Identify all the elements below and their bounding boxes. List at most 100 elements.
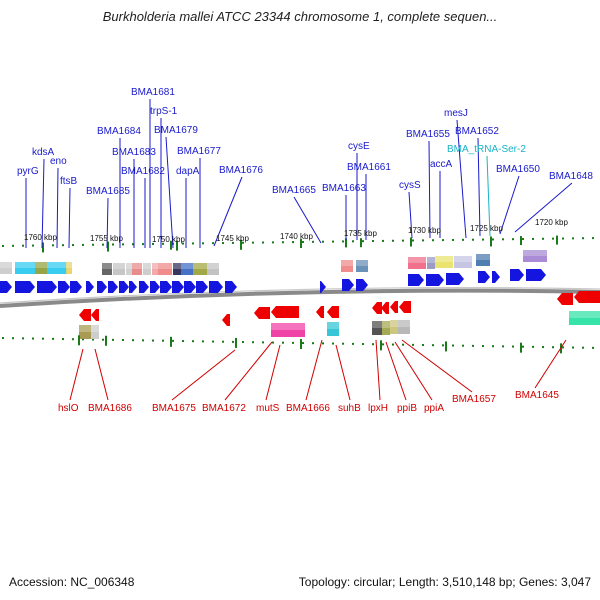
forward-gene-label: BMA1650 bbox=[496, 164, 540, 175]
guide-dot bbox=[202, 242, 204, 245]
feature-box bbox=[173, 263, 181, 275]
feature-box-shine bbox=[113, 263, 125, 269]
reverse-gene-arrow bbox=[390, 301, 398, 313]
reverse-gene-label: hslO bbox=[58, 403, 79, 414]
guide-dot bbox=[362, 240, 364, 243]
forward-gene-label: BMA1665 bbox=[272, 185, 316, 196]
feature-box-shine bbox=[523, 250, 547, 256]
guide-dot bbox=[2, 244, 4, 247]
scale-tick-label: 1740 kbp bbox=[280, 232, 313, 241]
forward-label-line bbox=[68, 187, 71, 249]
scale-tick-mark bbox=[490, 236, 492, 247]
guide-dot bbox=[512, 345, 514, 348]
scale-tick-label: 1730 kbp bbox=[408, 226, 441, 235]
forward-gene-label: BMA1663 bbox=[322, 183, 366, 194]
guide-dot bbox=[352, 342, 354, 345]
guide-dot bbox=[162, 242, 164, 245]
forward-label-line bbox=[486, 155, 491, 237]
guide-dot bbox=[422, 344, 424, 347]
feature-box bbox=[569, 311, 600, 325]
guide-dot bbox=[232, 241, 234, 244]
feature-box-shine bbox=[79, 325, 91, 332]
forward-gene-label: dapA bbox=[176, 166, 200, 177]
forward-gene-arrow bbox=[184, 281, 196, 293]
scale-tick-mark bbox=[107, 241, 109, 252]
reverse-gene-arrow bbox=[316, 306, 324, 318]
guide-dot bbox=[202, 340, 204, 343]
guide-dot bbox=[82, 243, 84, 246]
guide-dot bbox=[492, 238, 494, 241]
feature-boxes bbox=[0, 250, 600, 339]
reverse-gene-label: suhB bbox=[338, 403, 361, 414]
scale-tick-label: 1755 kbp bbox=[90, 234, 123, 243]
feature-box-shine bbox=[341, 260, 353, 266]
guide-dot bbox=[292, 241, 294, 244]
feature-box bbox=[523, 250, 547, 262]
guide-dot bbox=[252, 241, 254, 244]
guide-dot bbox=[312, 240, 314, 243]
feature-box bbox=[126, 263, 132, 275]
forward-gene-arrow bbox=[342, 279, 354, 291]
reverse-gene-label: mutS bbox=[256, 403, 280, 414]
scale-tick-mark bbox=[240, 239, 242, 250]
reverse-gene-label: ppiB bbox=[397, 403, 417, 414]
forward-label-line bbox=[408, 191, 413, 239]
reverse-gene-label: ppiA bbox=[424, 403, 444, 414]
forward-gene-arrow bbox=[446, 273, 464, 285]
guide-dot bbox=[72, 244, 74, 247]
feature-box bbox=[0, 262, 12, 274]
guide-dot bbox=[22, 337, 24, 340]
guide-dot bbox=[402, 343, 404, 346]
guide-dot bbox=[242, 241, 244, 244]
feature-box bbox=[207, 263, 219, 275]
reverse-gene-arrow bbox=[271, 306, 299, 318]
guide-dot bbox=[102, 243, 104, 246]
feature-box bbox=[158, 263, 172, 275]
forward-gene-arrow bbox=[478, 271, 490, 283]
feature-box bbox=[356, 260, 368, 272]
guide-dot bbox=[412, 239, 414, 242]
guide-dot bbox=[242, 341, 244, 344]
scale-tick-mark bbox=[42, 242, 44, 253]
forward-label-line bbox=[477, 137, 481, 237]
guide-dot bbox=[72, 338, 74, 341]
forward-gene-label: BMA1684 bbox=[97, 126, 141, 137]
scale-tick-mark bbox=[176, 240, 178, 251]
feature-box-shine bbox=[427, 257, 435, 263]
scale-tick-mark bbox=[300, 339, 302, 349]
guide-dot bbox=[282, 341, 284, 344]
guide-dot bbox=[332, 342, 334, 345]
forward-gene-label: BMA1661 bbox=[347, 162, 391, 173]
feature-box bbox=[454, 256, 472, 268]
guide-dot bbox=[192, 340, 194, 343]
feature-box bbox=[102, 263, 112, 275]
reverse-gene-label: BMA1675 bbox=[152, 403, 196, 414]
forward-gene-arrow bbox=[0, 281, 12, 293]
forward-gene-arrow bbox=[320, 281, 326, 293]
feature-box bbox=[143, 263, 151, 275]
forward-gene-arrow bbox=[408, 274, 424, 286]
guide-dot bbox=[32, 337, 34, 340]
guide-dot bbox=[392, 343, 394, 346]
reverse-gene-arrow bbox=[254, 307, 270, 319]
reverse-gene-arrow bbox=[327, 306, 339, 318]
reverse-gene-arrow bbox=[381, 302, 389, 314]
forward-gene-arrow bbox=[196, 281, 208, 293]
scale-tick-mark bbox=[170, 240, 172, 250]
scale-tick-mark bbox=[170, 336, 172, 347]
guide-dot bbox=[12, 244, 14, 247]
feature-box-shine bbox=[372, 321, 382, 328]
forward-gene-label: trpS-1 bbox=[150, 106, 178, 117]
forward-gene-label: BMA1677 bbox=[177, 146, 221, 157]
feature-box bbox=[66, 262, 72, 274]
guide-dot bbox=[592, 237, 594, 240]
forward-gene-arrow bbox=[492, 271, 500, 283]
guide-dot bbox=[162, 339, 164, 342]
forward-gene-arrow bbox=[139, 281, 149, 293]
guide-dot bbox=[112, 338, 114, 341]
forward-label-line bbox=[456, 119, 467, 239]
reverse-gene-arrow bbox=[91, 309, 99, 321]
feature-box-shine bbox=[569, 311, 600, 318]
forward-gene-arrow bbox=[172, 281, 184, 293]
